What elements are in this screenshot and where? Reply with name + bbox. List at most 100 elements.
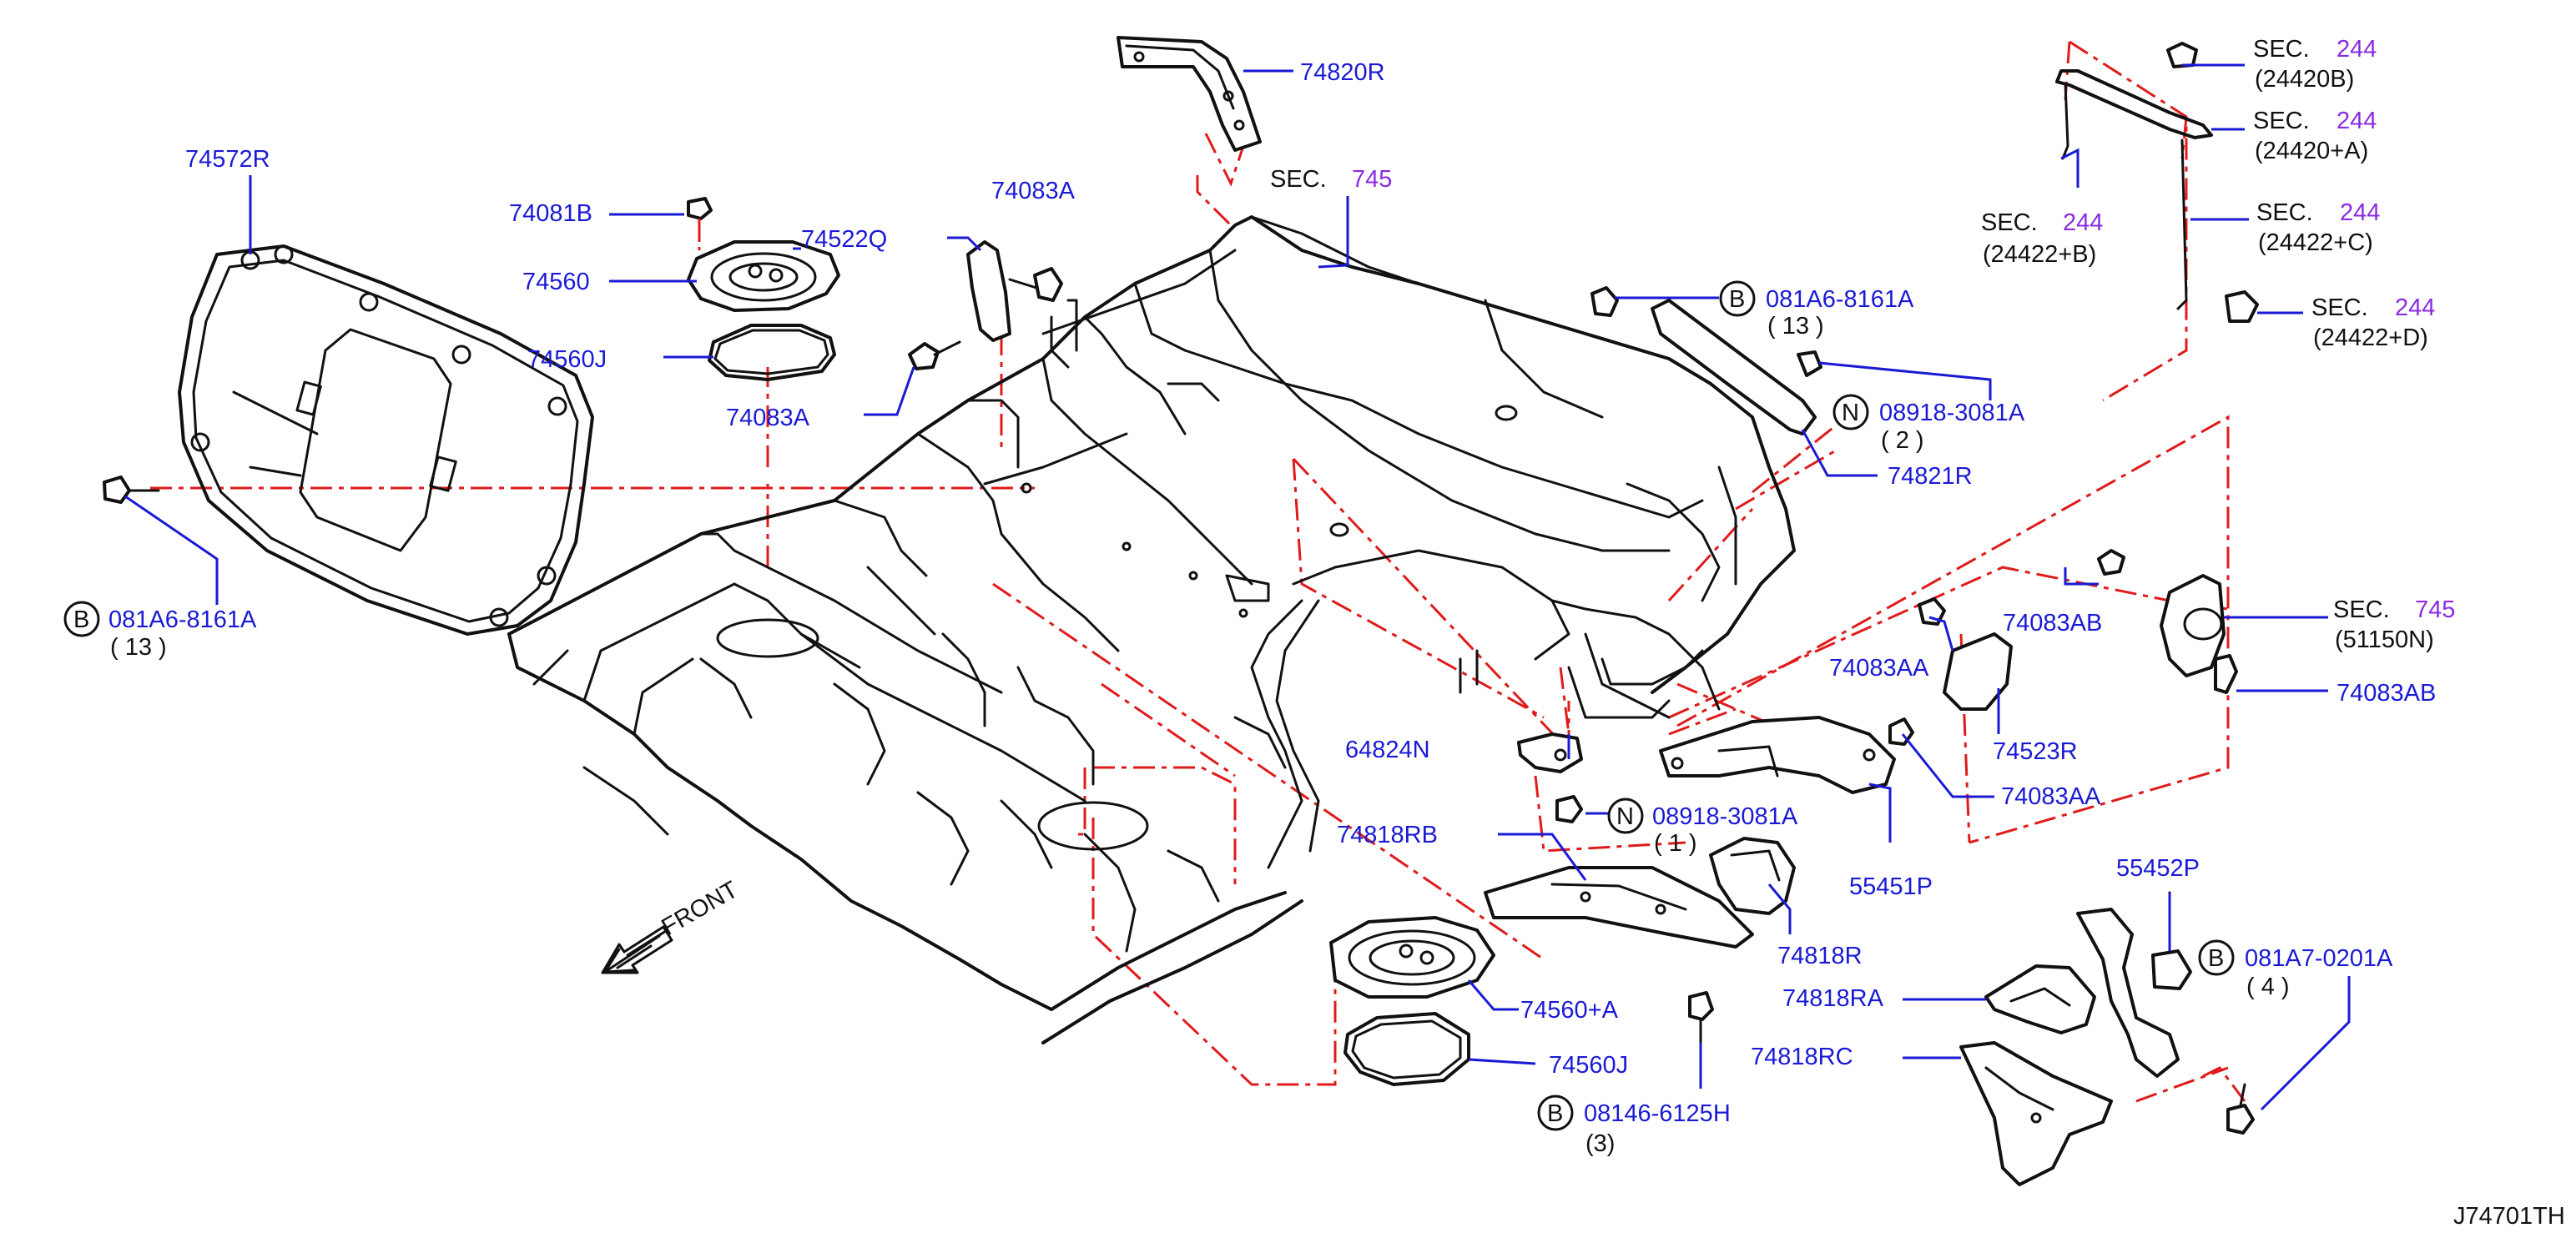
fastener-qty: (3) <box>1585 1130 1615 1157</box>
svg-text:B: B <box>1729 286 1745 313</box>
fastener-b-right: B 081A7-0201A ( 4 ) <box>2198 939 2393 1000</box>
leader-lines <box>124 63 2351 1111</box>
label-74818RC: 74818RC <box>1751 1044 1853 1070</box>
svg-text:745: 745 <box>2415 596 2455 623</box>
part-74818RA <box>1984 964 2096 1034</box>
fastener-b-top: B 081A6-8161A ( 13 ) <box>1719 280 1914 340</box>
diagram-id: J74701TH <box>2453 1203 2565 1230</box>
part-74818R <box>1709 837 1796 915</box>
section-244-b: SEC. 244 (24420+A) <box>2253 108 2377 164</box>
svg-text:N: N <box>1842 400 1859 426</box>
svg-text:(24422+C): (24422+C) <box>2258 229 2373 256</box>
part-sec-244-hardware <box>2055 42 2259 323</box>
part-55451P <box>1659 716 1896 794</box>
label-74083A-mid: 74083A <box>726 405 810 431</box>
panel-74572R <box>178 244 594 636</box>
svg-text:SEC.: SEC. <box>1981 209 2038 236</box>
svg-text:SEC.: SEC. <box>2256 199 2313 226</box>
front-arrow <box>601 925 673 974</box>
section-244-e: SEC. 244 (24422+D) <box>2311 294 2435 351</box>
label-74083AA-a: 74083AA <box>1829 655 1929 682</box>
part-74081B <box>687 197 713 250</box>
section-244-a: SEC. 244 (24420B) <box>2253 36 2377 93</box>
part-74560 <box>687 240 840 312</box>
part-74560J-lower <box>1343 1012 1470 1086</box>
part-081A7-bolt <box>2226 1083 2255 1135</box>
part-74818RB <box>1484 866 1754 949</box>
part-74560J <box>708 324 836 381</box>
svg-text:SEC.: SEC. <box>2253 36 2310 63</box>
svg-text:745: 745 <box>1352 166 1392 193</box>
svg-text:244: 244 <box>2063 209 2103 236</box>
svg-text:(24420+A): (24420+A) <box>2255 138 2368 164</box>
fastener-qty: ( 4 ) <box>2246 974 2290 1000</box>
part-64824N <box>1517 732 1583 823</box>
label-55451P: 55451P <box>1849 873 1933 900</box>
fastener-code: 081A7-0201A <box>2245 945 2393 972</box>
label-74820R: 74820R <box>1300 59 1385 86</box>
part-74083A-bracket <box>908 240 1063 370</box>
fastener-qty: ( 2 ) <box>1881 427 1924 454</box>
svg-text:B: B <box>73 606 89 633</box>
fastener-n-top: N 08918-3081A ( 2 ) <box>1832 394 2025 454</box>
fastener-code: 081A6-8161A <box>108 606 257 633</box>
part-74523R <box>1888 597 2013 746</box>
guide-lines <box>150 40 2246 1103</box>
fastener-code: 081A6-8161A <box>1766 286 1914 313</box>
part-74821R <box>1590 286 1822 435</box>
label-74083AA-b: 74083AA <box>2001 783 2101 810</box>
label-74821R: 74821R <box>1888 463 1973 490</box>
label-74083AB-a: 74083AB <box>2003 610 2102 637</box>
label-74818RB: 74818RB <box>1337 822 1438 848</box>
label-74522Q: 74522Q <box>801 226 887 253</box>
label-74572R: 74572R <box>185 146 270 173</box>
svg-text:(24420B): (24420B) <box>2255 66 2354 93</box>
part-74820R <box>1117 36 1262 152</box>
svg-text:B: B <box>2208 945 2224 972</box>
label-74083A-top: 74083A <box>991 178 1076 204</box>
svg-text:SEC.: SEC. <box>2311 294 2368 321</box>
label-74560J-lower: 74560J <box>1549 1052 1628 1079</box>
part-74560+A <box>1329 916 1495 999</box>
floor-panel <box>507 215 1796 1044</box>
svg-text:SEC.: SEC. <box>2333 596 2390 623</box>
part-74818RC <box>1959 1041 2113 1186</box>
label-74560+A: 74560+A <box>1520 997 1619 1024</box>
section-244-d: SEC. 244 (24422+C) <box>2256 199 2380 256</box>
label-74818RA: 74818RA <box>1782 985 1884 1012</box>
svg-text:244: 244 <box>2337 36 2377 63</box>
part-08146-bolt <box>1688 991 1714 1044</box>
fastener-code: 08918-3081A <box>1879 400 2025 426</box>
svg-text:(24422+D): (24422+D) <box>2313 325 2428 351</box>
label-55452P: 55452P <box>2116 855 2200 882</box>
fastener-n-mid: N 08918-3081A ( 1 ) <box>1607 798 1798 857</box>
label-64824N: 64824N <box>1345 737 1430 763</box>
svg-text:244: 244 <box>2395 294 2435 321</box>
svg-text:(24422+B): (24422+B) <box>1983 241 2096 268</box>
svg-text:SEC.: SEC. <box>2253 108 2310 134</box>
labels: 74572R 74081B 74560 74522Q 74560J 74083A… <box>185 59 2565 1230</box>
svg-text:244: 244 <box>2337 108 2377 134</box>
part-sec-745-mount <box>2097 549 2238 694</box>
svg-text:(51150N): (51150N) <box>2335 627 2434 653</box>
part-081A6-bolt-left <box>103 476 160 504</box>
part-55452P <box>2076 891 2192 1078</box>
label-74818R: 74818R <box>1777 943 1863 969</box>
svg-text:N: N <box>1616 803 1634 830</box>
front-label: FRONT <box>658 876 744 941</box>
fastener-qty: ( 13 ) <box>1767 313 1824 340</box>
label-74560J: 74560J <box>527 346 607 373</box>
section-244-c: SEC. 244 (24422+B) <box>1981 209 2103 268</box>
fastener-code: 08918-3081A <box>1652 803 1798 830</box>
svg-text:244: 244 <box>2340 199 2380 226</box>
fastener-b-bottom: B 08146-6125H (3) <box>1537 1095 1731 1157</box>
fastener-qty: ( 13 ) <box>110 634 167 661</box>
fastener-qty: ( 1 ) <box>1654 830 1697 857</box>
fastener-b-left: B 081A6-8161A ( 13 ) <box>63 601 257 661</box>
section-745-top: SEC. 745 <box>1270 166 1392 193</box>
svg-text:B: B <box>1547 1100 1563 1127</box>
label-74560: 74560 <box>522 269 590 295</box>
label-74081B: 74081B <box>509 200 592 227</box>
label-74523R: 74523R <box>1993 738 2078 765</box>
